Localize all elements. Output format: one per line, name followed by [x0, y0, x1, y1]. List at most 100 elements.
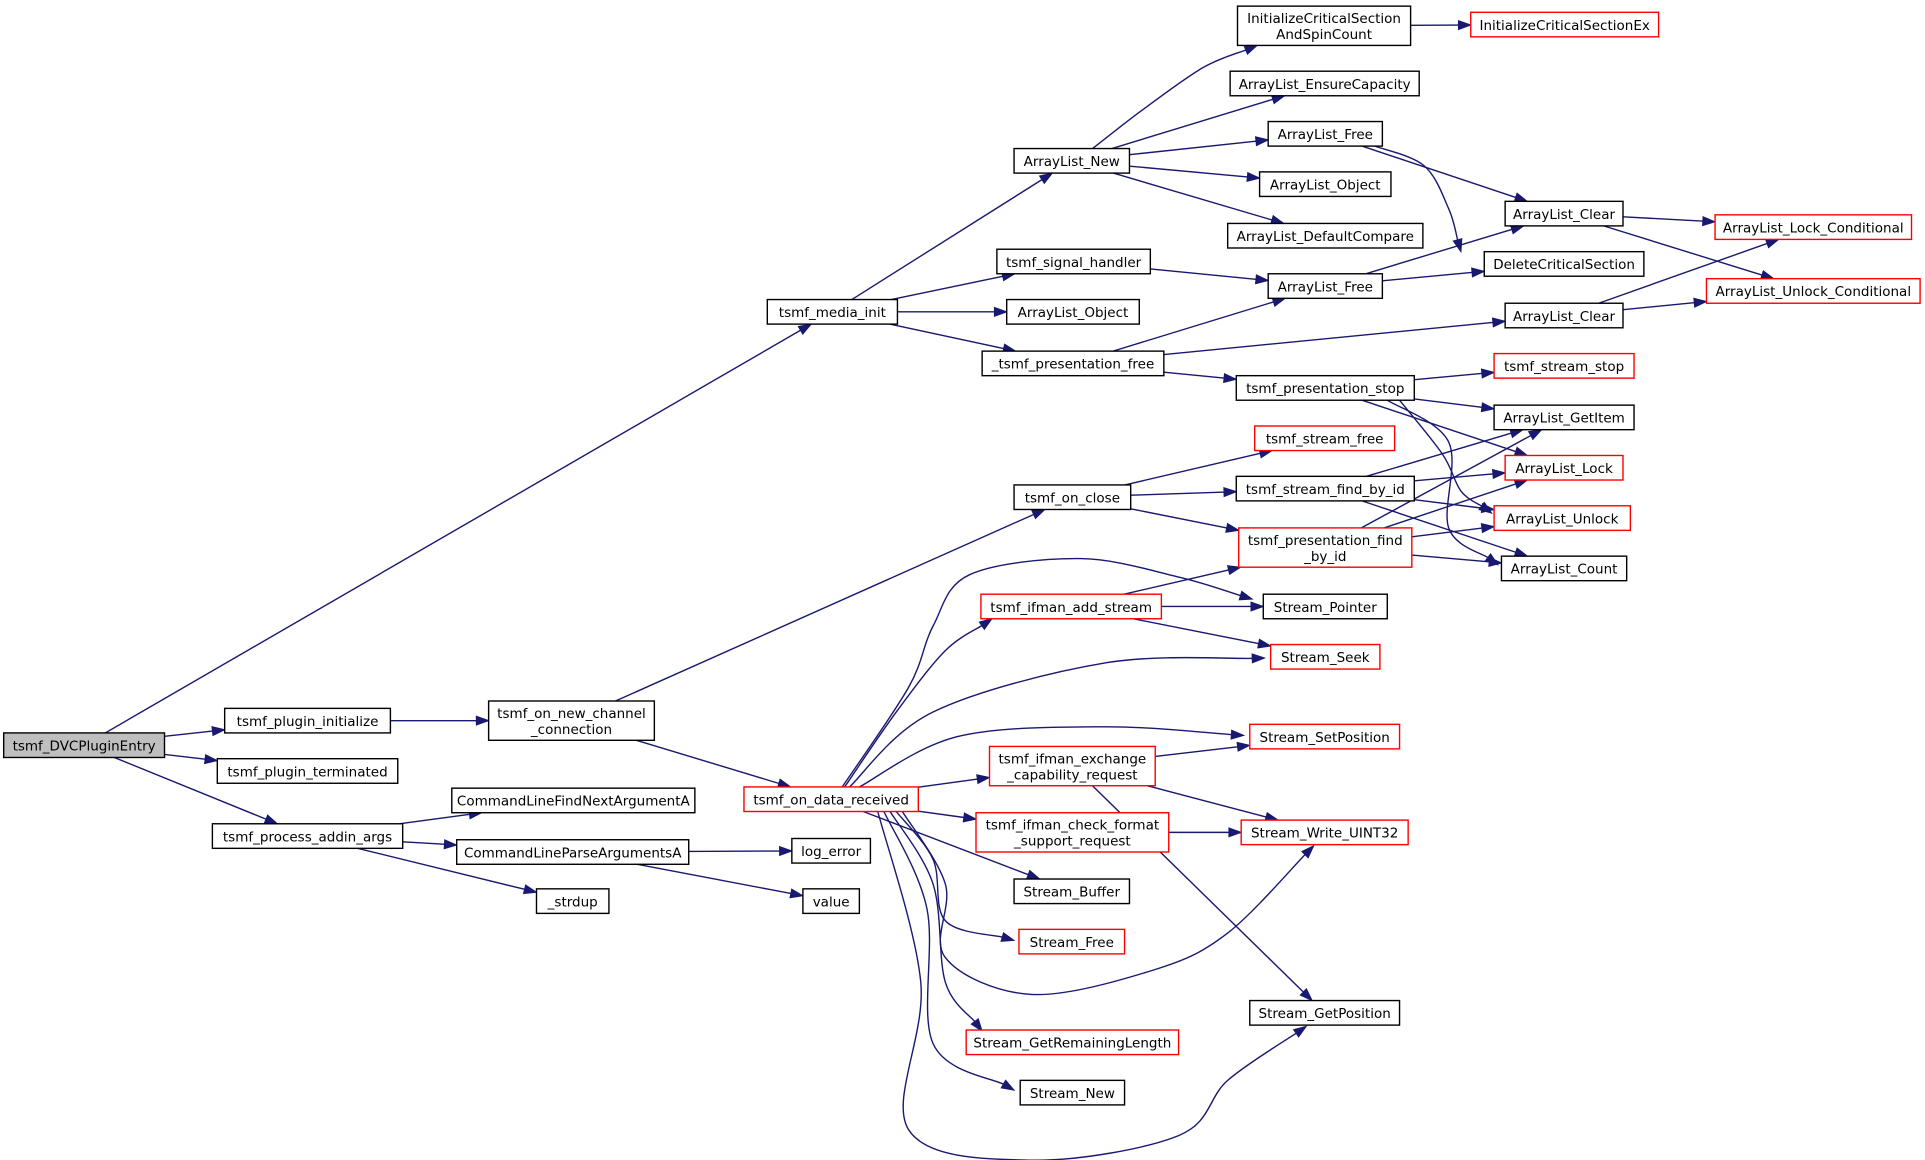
node-al-object-2[interactable]: ArrayList_Object [1005, 298, 1140, 325]
edge-on-data-received-to-stream-pointer-arrowhead [1238, 590, 1254, 601]
node-label: InitializeCriticalSection [1247, 11, 1401, 27]
node-media-init[interactable]: tsmf_media_init [766, 298, 899, 325]
node-stream-buffer[interactable]: Stream_Buffer [1013, 878, 1131, 905]
node-label: tsmf_on_data_received [753, 792, 909, 808]
node-value[interactable]: value [802, 888, 861, 915]
node-ifman-add-stream[interactable]: tsmf_ifman_add_stream [980, 593, 1163, 620]
edge-on-data-received-to-ifman-add-stream-arrowhead [978, 617, 994, 631]
node-box [1019, 1079, 1126, 1106]
node-box [996, 248, 1152, 275]
node-label: Stream_New [1030, 1086, 1115, 1102]
node-ifman-check-format[interactable]: tsmf_ifman_check_format_support_request [975, 812, 1170, 853]
edge-on-data-received-to-ifman-exchange-arrowhead [976, 774, 991, 785]
edge-init-cs-to-init-cs-ex-arrowhead [1457, 19, 1473, 31]
node-process-addin-args[interactable]: tsmf_process_addin_args [211, 823, 404, 850]
node-label: tsmf_ifman_add_stream [990, 600, 1152, 616]
node-box [223, 707, 392, 734]
node-label: ArrayList_Clear [1513, 309, 1615, 325]
node-log-error[interactable]: log_error [791, 837, 872, 864]
node-label: ArrayList_Unlock_Conditional [1715, 284, 1911, 300]
node-box [1013, 147, 1131, 174]
node-al-lock[interactable]: ArrayList_Lock [1504, 454, 1624, 481]
node-box [2, 732, 166, 759]
node-box [1238, 527, 1413, 568]
edge-al-new-to-al-free-1 [1129, 140, 1258, 156]
edge-ifman-add-stream-to-stream-seek [1132, 618, 1260, 645]
node-tsmf-stream-stop[interactable]: tsmf_stream_stop [1493, 352, 1635, 379]
node-al-count[interactable]: ArrayList_Count [1500, 555, 1628, 582]
node-stream-setpos[interactable]: Stream_SetPosition [1249, 723, 1401, 750]
node-on-new-channel[interactable]: tsmf_on_new_channel_connection [487, 700, 656, 741]
node-al-free-1[interactable]: ArrayList_Free [1267, 120, 1384, 147]
node-al-ensure[interactable]: ArrayList_EnsureCapacity [1229, 70, 1420, 97]
node-stream-find-by-id[interactable]: tsmf_stream_find_by_id [1235, 475, 1415, 502]
edge-on-data-received-to-stream-free-s-arrowhead [1000, 931, 1016, 942]
node-pres-find-by-id[interactable]: tsmf_presentation_find_by_id [1238, 527, 1413, 568]
node-stream-free-s[interactable]: Stream_Free [1018, 928, 1126, 955]
node-stream-remaining[interactable]: Stream_GetRemainingLength [965, 1029, 1180, 1056]
node-root[interactable]: tsmf_DVCPluginEntry [2, 732, 166, 759]
node-box [455, 839, 690, 865]
node-cl-find-next[interactable]: CommandLineFindNextArgumentA [451, 787, 696, 814]
edge-al-clear-2-to-al-unlock-cond-arrowhead [1693, 297, 1708, 308]
edge-root-to-plugin-initialize [164, 730, 214, 738]
node-box [1500, 555, 1628, 582]
edge-on-data-received-to-stream-new-arrowhead [1000, 1079, 1016, 1091]
node-on-close[interactable]: tsmf_on_close [1013, 484, 1132, 511]
edge-media-init-to-pres-free [889, 323, 1006, 350]
edge-cl-parse-to-value [637, 863, 793, 895]
node-al-lock-cond[interactable]: ArrayList_Lock_Conditional [1714, 214, 1913, 241]
node-label: ArrayList_Lock_Conditional [1723, 220, 1904, 236]
node-al-getitem[interactable]: ArrayList_GetItem [1493, 404, 1635, 431]
node-al-new[interactable]: ArrayList_New [1013, 147, 1131, 174]
edge-al-free-2-to-delete-cs-arrowhead [1471, 267, 1486, 278]
node-label: ArrayList_Clear [1513, 207, 1615, 223]
node-label: _connection [530, 722, 612, 738]
node-al-free-2[interactable]: ArrayList_Free [1267, 273, 1384, 300]
node-al-unlock[interactable]: ArrayList_Unlock [1493, 505, 1632, 532]
node-box [1249, 999, 1401, 1026]
edge-stream-find-by-id-to-al-unlock-arrowhead [1480, 502, 1496, 514]
node-stream-write-u32[interactable]: Stream_Write_UINT32 [1240, 819, 1409, 846]
node-label: tsmf_plugin_initialize [237, 714, 379, 730]
edge-al-new-to-init-cs [1092, 48, 1248, 150]
node-box [1235, 475, 1415, 502]
node-strdup[interactable]: _strdup [535, 888, 610, 915]
node-tsmf-stream-free[interactable]: tsmf_stream_free [1253, 425, 1396, 452]
edge-on-close-to-pres-find-by-id-arrowhead [1225, 522, 1241, 533]
node-label: tsmf_on_close [1025, 490, 1120, 506]
node-plugin-initialize[interactable]: tsmf_plugin_initialize [223, 707, 392, 734]
edge-on-data-received-to-stream-getpos-arrowhead [1292, 1025, 1308, 1038]
edge-pres-stop-to-tsmf-stream-stop-arrowhead [1480, 368, 1496, 379]
node-pres-stop[interactable]: tsmf_presentation_stop [1235, 374, 1415, 401]
node-delete-cs[interactable]: DeleteCriticalSection [1483, 250, 1645, 277]
node-al-unlock-cond[interactable]: ArrayList_Unlock_Conditional [1705, 277, 1921, 304]
node-label: tsmf_DVCPluginEntry [13, 738, 156, 754]
edge-on-data-received-to-stream-getpos [877, 811, 1298, 1160]
node-box [1504, 302, 1624, 329]
node-stream-getpos[interactable]: Stream_GetPosition [1249, 999, 1401, 1026]
node-label: ArrayList_Lock [1515, 461, 1613, 477]
node-al-object-1[interactable]: ArrayList_Object [1258, 171, 1392, 198]
node-stream-new[interactable]: Stream_New [1019, 1079, 1126, 1106]
node-stream-seek[interactable]: Stream_Seek [1269, 643, 1381, 670]
node-box [1258, 171, 1392, 198]
node-signal-handler[interactable]: tsmf_signal_handler [996, 248, 1152, 275]
node-ifman-exchange[interactable]: tsmf_ifman_exchange_capability_request [988, 745, 1156, 787]
node-al-clear-1[interactable]: ArrayList_Clear [1504, 200, 1624, 227]
node-on-data-received[interactable]: tsmf_on_data_received [743, 786, 920, 813]
node-box [1013, 484, 1132, 511]
node-label: tsmf_stream_find_by_id [1246, 482, 1405, 498]
node-stream-pointer[interactable]: Stream_Pointer [1262, 593, 1388, 620]
node-box [743, 786, 920, 813]
node-plugin-terminated[interactable]: tsmf_plugin_terminated [216, 758, 399, 784]
edge-media-init-to-signal-handler [891, 275, 1005, 301]
node-al-clear-2[interactable]: ArrayList_Clear [1504, 302, 1624, 329]
node-cl-parse[interactable]: CommandLineParseArgumentsA [455, 839, 690, 865]
node-init-cs-ex[interactable]: InitializeCriticalSectionEx [1470, 11, 1660, 38]
node-box [1504, 200, 1624, 227]
node-pres-free[interactable]: _tsmf_presentation_free [981, 350, 1165, 377]
node-al-default-compare[interactable]: ArrayList_DefaultCompare [1226, 222, 1424, 249]
edge-al-free-2-to-delete-cs [1382, 271, 1474, 282]
